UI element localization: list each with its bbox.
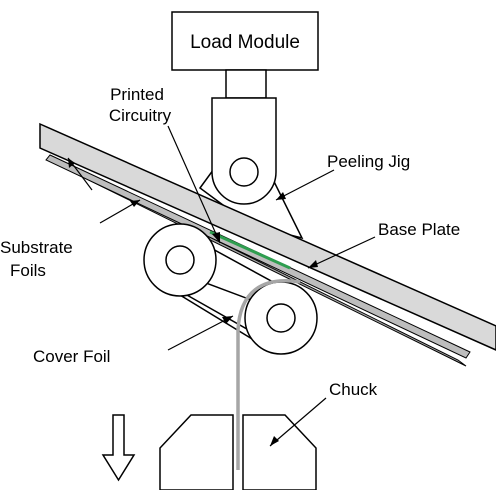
substrate-foil-layer-2	[45, 154, 471, 359]
printed-circuitry-label-2: Circuitry	[109, 106, 172, 125]
chuck	[159, 414, 317, 490]
substrate-foils-label-1: Substrate	[0, 238, 73, 257]
load-module-label: Load Module	[190, 32, 300, 53]
peeling-jig-label: Peeling Jig	[327, 152, 410, 171]
chuck-label: Chuck	[329, 380, 378, 399]
lower-roller	[244, 281, 318, 355]
load-shaft	[225, 69, 267, 99]
base-plate-label: Base Plate	[378, 220, 460, 239]
base-plate	[39, 122, 496, 351]
cover-foil-label: Cover Foil	[33, 347, 110, 366]
cover-foil	[236, 279, 301, 470]
printed-circuitry-label-1: Printed	[110, 85, 164, 104]
substrate-foils-label-2: Foils	[10, 261, 46, 280]
down-arrow-outline-icon	[101, 414, 136, 482]
printed-circuitry	[209, 230, 291, 270]
upper-roller	[143, 223, 217, 297]
load-module: Load Module	[171, 11, 319, 71]
leader-arrowheads	[68, 158, 318, 446]
